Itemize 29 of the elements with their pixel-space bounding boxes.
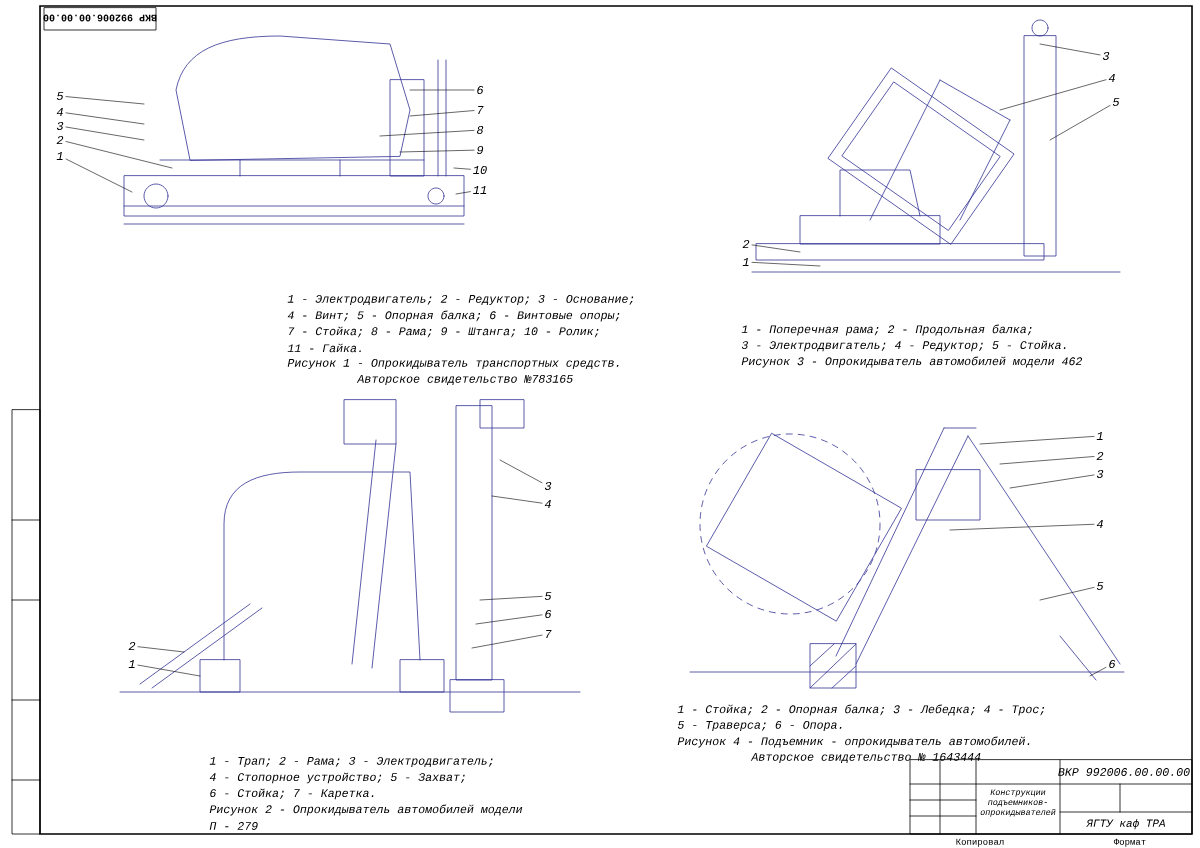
leader-line: [499, 459, 543, 484]
leader-line: [399, 149, 475, 153]
leader-line: [479, 596, 543, 601]
leader-line: [751, 244, 801, 253]
leader-line: [751, 262, 821, 267]
leader-line: [65, 126, 145, 141]
leader-line: [137, 664, 201, 677]
leader-line: [1039, 587, 1095, 601]
leader-line: [137, 646, 185, 653]
leader-line: [1009, 474, 1095, 489]
leader-line: [455, 191, 471, 195]
leader-line: [65, 96, 145, 105]
leader-line: [453, 167, 471, 170]
leader-line: [999, 79, 1107, 111]
leader-line: [379, 130, 475, 137]
leader-line: [1089, 667, 1107, 677]
leader-line: [999, 456, 1095, 465]
leader-line: [409, 89, 475, 91]
leader-line: [65, 141, 173, 169]
leader-line: [949, 523, 1095, 531]
leader-line: [65, 112, 145, 125]
leader-line: [475, 614, 543, 625]
leader-line: [471, 634, 543, 649]
leader-line: [65, 158, 133, 193]
leader-line: [1039, 43, 1101, 56]
leader-line: [979, 436, 1095, 445]
leader-line: [1049, 105, 1111, 141]
leader-line: [491, 495, 543, 504]
leader-line: [409, 110, 475, 117]
